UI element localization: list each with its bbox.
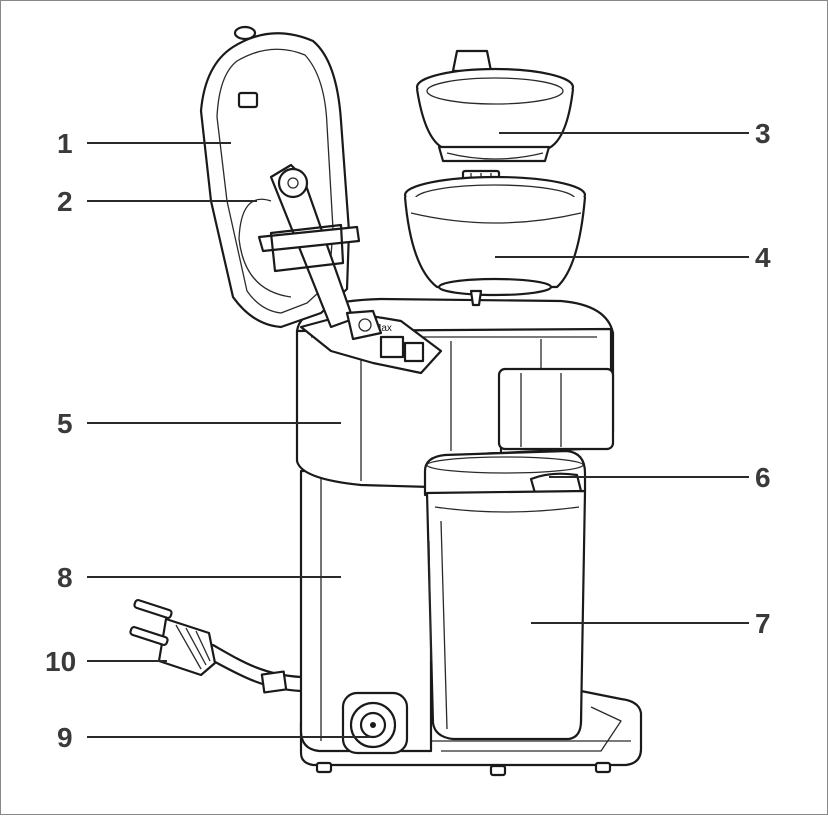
label-6: 6 [755,462,771,493]
mug-lid-drawing [423,449,587,497]
label-2: 2 [57,186,73,217]
switch-drawing [341,691,409,755]
label-9: 9 [57,722,73,753]
permanent-filter-drawing [415,49,575,163]
lid-drawing [199,25,383,341]
label-3: 3 [755,118,771,149]
label-4: 4 [755,242,771,273]
water-tank-drawing: Max [295,297,615,489]
filter-basket-drawing [403,169,587,307]
label-10: 10 [45,646,76,677]
label-7: 7 [755,608,771,639]
travel-mug-drawing [425,489,587,741]
label-1: 1 [57,128,73,159]
max-marking: Max [373,323,392,334]
power-plug-drawing [129,599,303,694]
label-8: 8 [57,562,73,593]
label-5: 5 [57,408,73,439]
